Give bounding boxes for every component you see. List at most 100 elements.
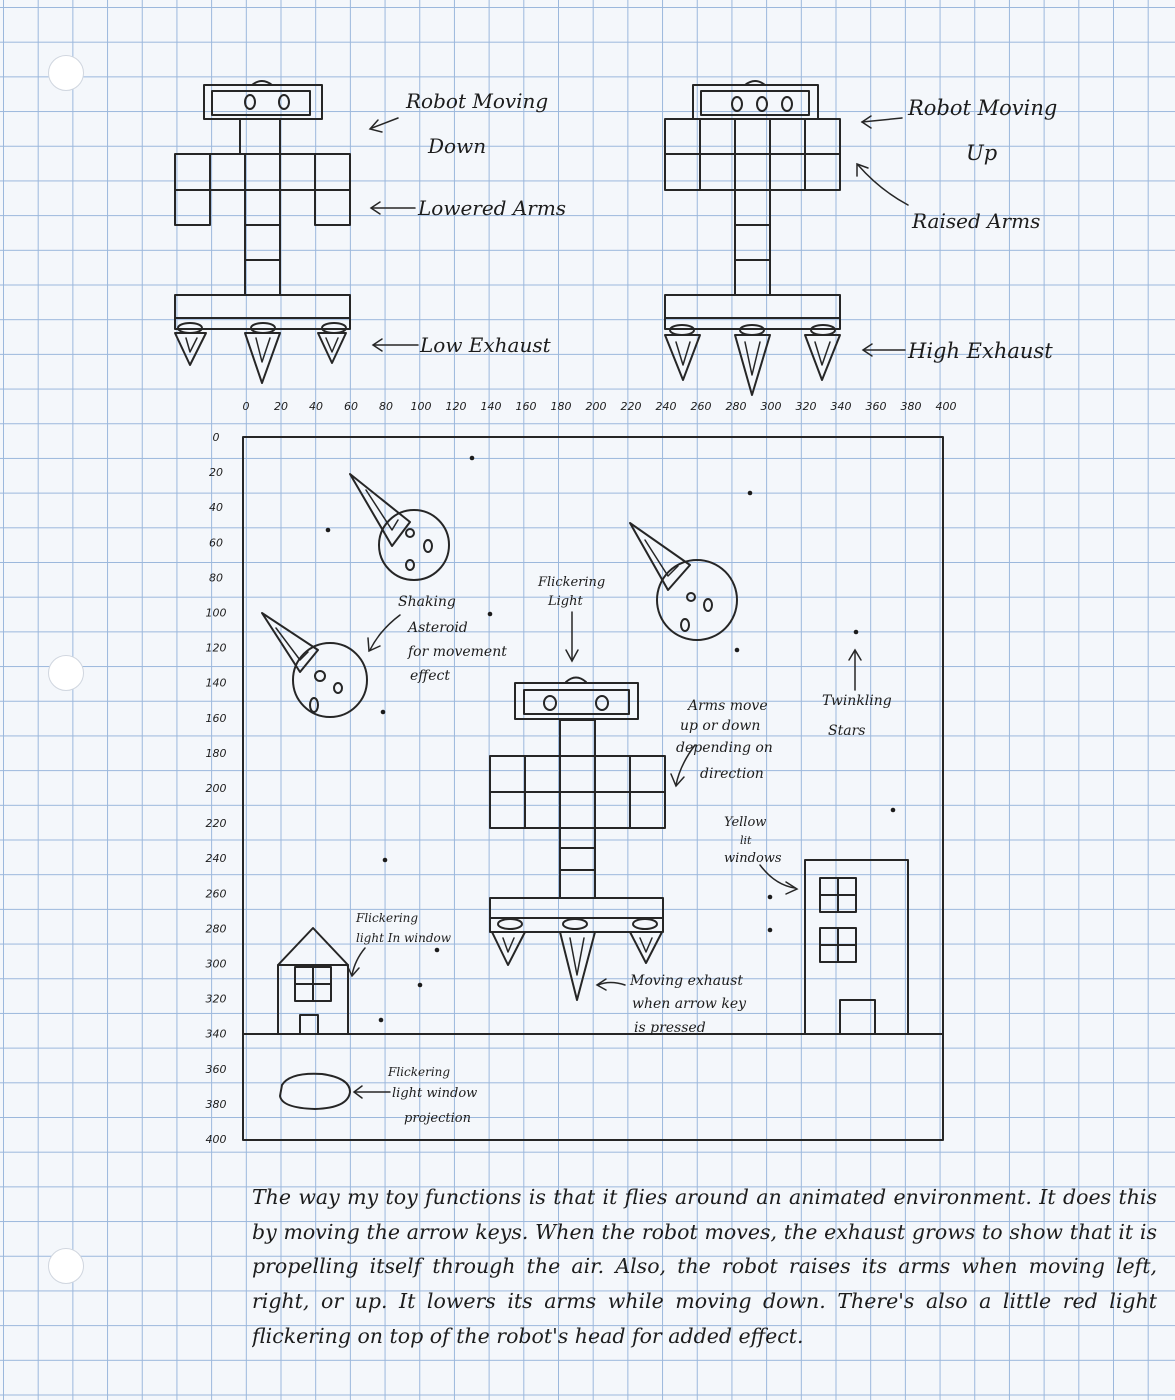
y-tick-label: 320 bbox=[206, 993, 227, 1006]
label-arms-4: direction bbox=[700, 766, 764, 782]
y-tick-label: 200 bbox=[206, 782, 227, 795]
label-window-1: Flickering bbox=[355, 911, 418, 925]
binder-hole-bottom bbox=[48, 1248, 84, 1284]
window-light-projection bbox=[279, 1072, 351, 1110]
y-tick-label: 220 bbox=[206, 817, 227, 830]
label-exhaust-2: when arrow key bbox=[632, 996, 747, 1012]
x-tick-label: 400 bbox=[936, 400, 957, 413]
y-tick-label: 60 bbox=[209, 536, 223, 549]
star bbox=[853, 629, 859, 635]
star bbox=[747, 490, 753, 496]
star bbox=[434, 947, 440, 953]
label-arms-1: Arms move bbox=[686, 698, 768, 714]
y-tick-label: 280 bbox=[206, 922, 227, 935]
y-tick-label: 100 bbox=[206, 607, 227, 620]
y-tick-label: 0 bbox=[213, 431, 220, 444]
label-robot-down-line1: Robot Moving bbox=[405, 89, 548, 113]
star bbox=[734, 647, 740, 653]
star bbox=[767, 927, 773, 933]
label-twinkle-1: Twinkling bbox=[822, 693, 892, 709]
label-shaking-3: for movement bbox=[407, 644, 507, 660]
x-tick-label: 100 bbox=[411, 400, 432, 413]
x-axis-tick-labels: 0 20 40 60 80 100 120 140 160 180 200 220 240 260 280 3… bbox=[243, 400, 957, 413]
label-exhaust-3: is pressed bbox=[634, 1020, 706, 1036]
x-tick-label: 0 bbox=[243, 400, 250, 413]
asteroid-top-left bbox=[349, 473, 450, 581]
label-window-2: light In window bbox=[356, 931, 452, 945]
label-flicker-top-1: Flickering bbox=[537, 575, 605, 590]
robot-up-figure bbox=[664, 80, 841, 396]
star bbox=[469, 455, 475, 461]
toy-description-paragraph: The way my toy functions is that it flie… bbox=[252, 1185, 1157, 1348]
label-low-exhaust: Low Exhaust bbox=[419, 333, 552, 357]
asteroid-top-right bbox=[629, 522, 738, 641]
x-tick-label: 360 bbox=[866, 400, 887, 413]
building bbox=[804, 859, 909, 1035]
x-tick-label: 20 bbox=[274, 400, 288, 413]
scene-arrows bbox=[346, 611, 862, 1099]
y-tick-label: 260 bbox=[206, 887, 227, 900]
label-arms-3: depending on bbox=[676, 740, 773, 756]
robot-down-figure bbox=[174, 80, 351, 384]
x-tick-label: 180 bbox=[551, 400, 572, 413]
star bbox=[890, 807, 896, 813]
asteroid-left bbox=[261, 612, 368, 718]
label-shaking-1: Shaking bbox=[398, 594, 456, 610]
y-tick-label: 240 bbox=[206, 852, 227, 865]
x-tick-label: 240 bbox=[656, 400, 677, 413]
label-arms-2: up or down bbox=[680, 718, 760, 734]
label-yellow-3: windows bbox=[724, 851, 782, 866]
label-proj-3: projection bbox=[404, 1111, 471, 1126]
y-tick-label: 340 bbox=[206, 1028, 227, 1041]
y-tick-label: 120 bbox=[206, 642, 227, 655]
x-tick-label: 260 bbox=[691, 400, 712, 413]
y-tick-label: 380 bbox=[206, 1098, 227, 1111]
x-tick-label: 60 bbox=[344, 400, 358, 413]
x-tick-label: 120 bbox=[446, 400, 467, 413]
label-twinkle-2: Stars bbox=[828, 723, 865, 739]
x-tick-label: 200 bbox=[586, 400, 607, 413]
scene-robot bbox=[489, 676, 666, 1001]
star bbox=[378, 1017, 384, 1023]
x-tick-label: 340 bbox=[831, 400, 852, 413]
x-tick-label: 80 bbox=[379, 400, 393, 413]
x-tick-label: 160 bbox=[516, 400, 537, 413]
x-tick-label: 220 bbox=[621, 400, 642, 413]
y-axis-tick-labels: 0 20 40 60 80 100 120 140 160 180 200 220 240 260 280 3… bbox=[206, 431, 227, 1146]
x-tick-label: 140 bbox=[481, 400, 502, 413]
label-flicker-top-2: Light bbox=[547, 594, 583, 609]
star bbox=[417, 982, 423, 988]
x-tick-label: 380 bbox=[901, 400, 922, 413]
binder-hole-middle bbox=[48, 655, 84, 691]
y-tick-label: 140 bbox=[206, 677, 227, 690]
y-tick-label: 180 bbox=[206, 747, 227, 760]
label-lowered-arms: Lowered Arms bbox=[417, 196, 566, 220]
x-tick-label: 40 bbox=[309, 400, 323, 413]
twinkling-stars bbox=[325, 455, 896, 1023]
star bbox=[325, 527, 331, 533]
y-tick-label: 300 bbox=[206, 958, 227, 971]
label-proj-2: light window bbox=[392, 1086, 477, 1101]
label-yellow-2: lit bbox=[740, 834, 752, 847]
x-tick-label: 300 bbox=[761, 400, 782, 413]
scene-frame bbox=[242, 436, 944, 1141]
y-tick-label: 40 bbox=[209, 501, 223, 514]
star bbox=[767, 894, 773, 900]
label-proj-1: Flickering bbox=[387, 1065, 450, 1079]
star bbox=[380, 709, 386, 715]
top-arrows bbox=[368, 115, 909, 357]
label-exhaust-1: Moving exhaust bbox=[629, 973, 743, 989]
label-robot-down-line2: Down bbox=[427, 134, 486, 158]
y-tick-label: 20 bbox=[209, 466, 223, 479]
y-tick-label: 80 bbox=[209, 571, 223, 584]
star bbox=[487, 611, 493, 617]
label-shaking-2: Asteroid bbox=[406, 620, 468, 636]
star bbox=[382, 857, 388, 863]
x-tick-label: 280 bbox=[726, 400, 747, 413]
y-tick-label: 360 bbox=[206, 1063, 227, 1076]
y-tick-label: 160 bbox=[206, 712, 227, 725]
house bbox=[277, 927, 349, 1035]
label-shaking-4: effect bbox=[410, 668, 450, 684]
x-tick-label: 320 bbox=[796, 400, 817, 413]
